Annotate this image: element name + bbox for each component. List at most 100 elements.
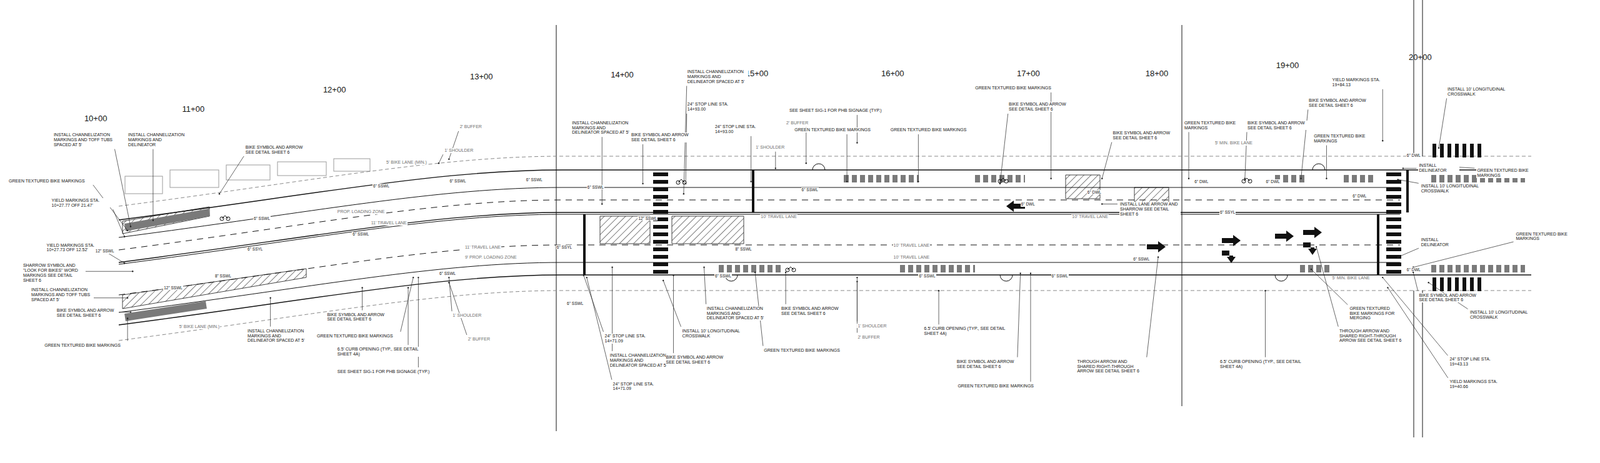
line-type-label: 6" DWL [1406, 267, 1422, 272]
leader-line [1101, 203, 1118, 205]
leader-dot [856, 276, 858, 279]
dimension-label: 11' TRAVEL LANE [464, 245, 502, 250]
crosswalk [1431, 277, 1484, 292]
dimension-label: 1' SHOULDER [856, 323, 887, 329]
curb-opening [1312, 163, 1325, 170]
green-marking [975, 175, 1025, 183]
leader-dot [662, 280, 664, 282]
curb-opening [1275, 275, 1288, 282]
leader-line [586, 277, 612, 380]
leader-dot [805, 162, 807, 164]
callout-note: BIKE SYMBOL AND ARROW SEE DETAIL SHEET 6 [326, 312, 388, 323]
leader-line [785, 272, 787, 305]
leader-dot [126, 230, 129, 232]
leader-dot [412, 276, 414, 279]
crosswalk [1386, 170, 1402, 275]
callout-note: 24" STOP LINE STA. 14+93.00 [714, 124, 776, 135]
leader-line [448, 282, 467, 335]
station-label: 16+00 [880, 69, 905, 79]
green-marking [1431, 265, 1525, 273]
line-type-label: 6" SSYL [1219, 210, 1236, 215]
leader-dot [641, 183, 644, 185]
callout-note: INSTALL CHANNELIZATION MARKINGS AND DELI… [246, 328, 309, 344]
stop-lines [583, 170, 1409, 275]
line-type-label: 8" SSWL [214, 273, 232, 279]
dimension-label: 2' BUFFER [467, 336, 491, 342]
leader-line [1398, 179, 1419, 184]
line-type-label: 12" SSWL [95, 248, 115, 254]
stop-line [583, 214, 586, 275]
line-type-label: 6" DWL [1193, 179, 1209, 184]
leader-dot [586, 276, 588, 279]
building-outline [277, 161, 327, 176]
building-outline [226, 165, 270, 180]
leader-dot [1438, 147, 1440, 149]
side-street-line [1413, 290, 1415, 438]
leader-dot [611, 266, 613, 269]
station-label: 10+00 [83, 114, 109, 124]
leader-dot [1019, 272, 1021, 274]
leader-dot [123, 262, 125, 264]
leader-dot [754, 271, 756, 274]
leader-line [152, 149, 154, 221]
curb-opening [1000, 275, 1013, 282]
line-type-label: 6" SSWL [1132, 256, 1150, 262]
leader-dot [775, 167, 777, 169]
leader-line [127, 318, 129, 341]
leader-dot [601, 203, 603, 205]
bike-symbol [220, 215, 230, 221]
sidewalk-line [118, 156, 1532, 207]
leader-dot [750, 180, 752, 182]
line-type-label: 6" SSWL [438, 271, 457, 276]
callout-note: BIKE SYMBOL AND ARROW SEE DETAIL SHEET 6 [1308, 98, 1370, 109]
leader-line [1188, 131, 1190, 179]
dimension-label: 5' BIKE LANE (MIN.) [385, 160, 428, 165]
leader-line [938, 290, 940, 325]
leader-dot [438, 162, 440, 164]
leader-dot [938, 290, 940, 292]
dimension-label: 10' TRAVEL LANE [1071, 214, 1109, 220]
building-outline [333, 158, 370, 172]
callout-note: SEE SHEET SIG-1 FOR PHB SIGNAGE (TYP.) [788, 108, 897, 114]
leader-dot [1310, 268, 1312, 270]
leader-line [1403, 168, 1417, 169]
leader-line [1017, 273, 1021, 358]
green-marking [125, 305, 207, 318]
station-label: 18+00 [1145, 69, 1170, 79]
leader-line [361, 287, 363, 310]
callout-note: INSTALL 10' LONGITUDINAL CROSSWALK [1420, 183, 1482, 194]
leader-line [1382, 89, 1384, 142]
leader-line [918, 134, 919, 182]
callout-note: INSTALL CHANNELIZATION MARKINGS AND DELI… [571, 120, 633, 135]
line-type-label: 6" DWL [1086, 190, 1102, 195]
line-type-label: 6" SSWL [525, 177, 544, 182]
line-type-label: 6" SSWL [714, 273, 732, 279]
callout-note: BIKE SYMBOL AND ARROW SEE DETAIL SHEET 6 [780, 306, 842, 317]
through-arrow [1275, 230, 1294, 242]
leader-dot [672, 275, 674, 277]
leader-line [663, 280, 681, 327]
leader-dot [846, 180, 848, 182]
stop-line [751, 170, 755, 213]
dimension-label: 10' TRAVEL LANE [893, 255, 931, 260]
station-label: 11+00 [181, 105, 206, 115]
leader-dot [683, 193, 685, 195]
leader-dot [1101, 203, 1103, 205]
leader-dot [130, 225, 132, 227]
dimension-label: 10' TRAVEL LANE [893, 243, 931, 249]
leader-line [1146, 256, 1159, 357]
channelization-hatching [122, 175, 1169, 309]
leader-line [85, 271, 133, 272]
station-label: 17+00 [1016, 69, 1041, 79]
bike-lane-line [118, 262, 1400, 313]
dimension-label: 1' SHOULDER [451, 313, 482, 319]
line-type-label: 6" SSWL [253, 216, 271, 221]
green-marking [718, 265, 782, 273]
right-arrow [1303, 242, 1317, 255]
leader-line [1265, 290, 1266, 357]
leader-dot [448, 276, 450, 279]
dimension-label: 9' PROP. LOADING ZONE [464, 255, 518, 260]
building-outline [170, 170, 219, 188]
leader-dot [583, 275, 585, 277]
callout-note: GREEN TEXTURED BIKE MARKINGS [8, 178, 92, 184]
